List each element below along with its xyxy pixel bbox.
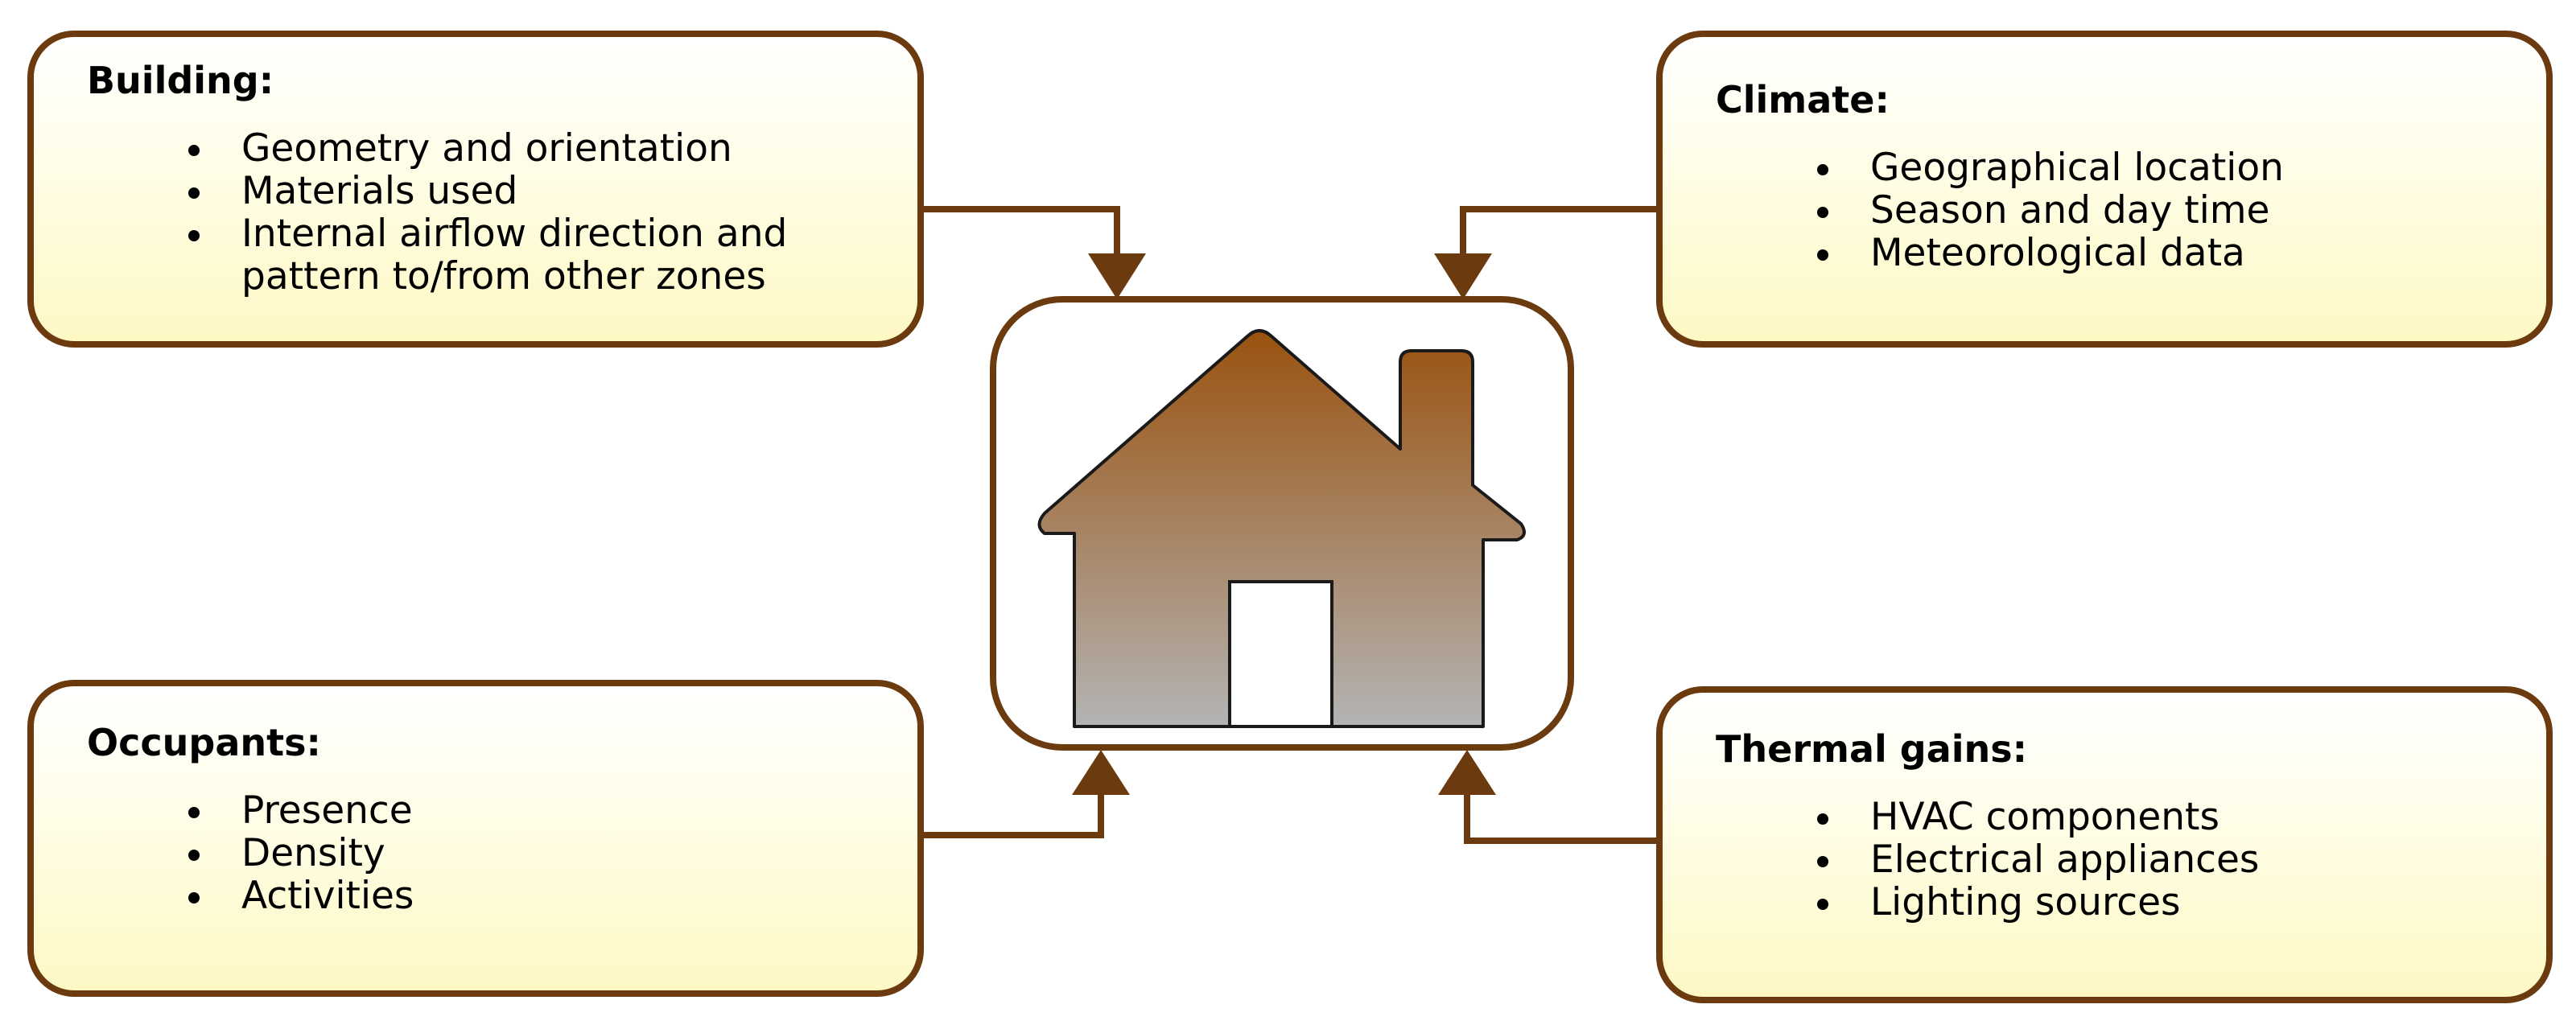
occupants-item-activities: Activities	[188, 875, 885, 917]
occupants-item-density: Density	[188, 832, 885, 875]
arrowhead-up-right	[1438, 750, 1496, 795]
climate-list: Geographical location Season and day tim…	[1716, 146, 2514, 274]
thermal-gains-box: Thermal gains: HVAC components Electrica…	[1656, 686, 2553, 1003]
building-list: Geometry and orientation Materials used …	[87, 127, 885, 298]
thermal-item-hvac: HVAC components	[1817, 796, 2514, 838]
connector-occupants	[924, 787, 1104, 838]
arrowhead-up-left	[1072, 750, 1130, 795]
building-item-airflow: Internal airflow direction and	[188, 212, 885, 255]
occupants-box: Occupants: Presence Density Activities	[27, 680, 924, 997]
occupants-list: Presence Density Activities	[87, 789, 885, 917]
arrowhead-down-left	[1088, 253, 1146, 299]
connector-thermal	[1464, 787, 1656, 844]
building-box: Building: Geometry and orientation Mater…	[27, 31, 924, 348]
thermal-gains-title: Thermal gains:	[1716, 727, 2028, 771]
thermal-gains-list: HVAC components Electrical appliances Li…	[1716, 796, 2514, 924]
thermal-item-electrical: Electrical appliances	[1817, 838, 2514, 881]
house-door	[1228, 580, 1333, 728]
arrowhead-down-right	[1434, 253, 1492, 299]
climate-item-location: Geographical location	[1817, 146, 2514, 189]
climate-box: Climate: Geographical location Season an…	[1656, 31, 2553, 348]
climate-item-season: Season and day time	[1817, 189, 2514, 232]
occupants-item-presence: Presence	[188, 789, 885, 832]
climate-title: Climate:	[1716, 78, 1890, 121]
building-item-materials: Materials used	[188, 170, 885, 212]
occupants-title: Occupants:	[87, 721, 321, 764]
building-title: Building:	[87, 59, 274, 102]
building-item-airflow-continued: pattern to/from other zones	[241, 254, 766, 298]
climate-item-meteorological: Meteorological data	[1817, 232, 2514, 274]
house-icon	[1037, 329, 1526, 728]
connector-building	[924, 206, 1120, 261]
building-item-geometry: Geometry and orientation	[188, 127, 885, 170]
thermal-item-lighting: Lighting sources	[1817, 881, 2514, 924]
connector-climate	[1460, 206, 1656, 261]
house-body	[1037, 329, 1526, 728]
